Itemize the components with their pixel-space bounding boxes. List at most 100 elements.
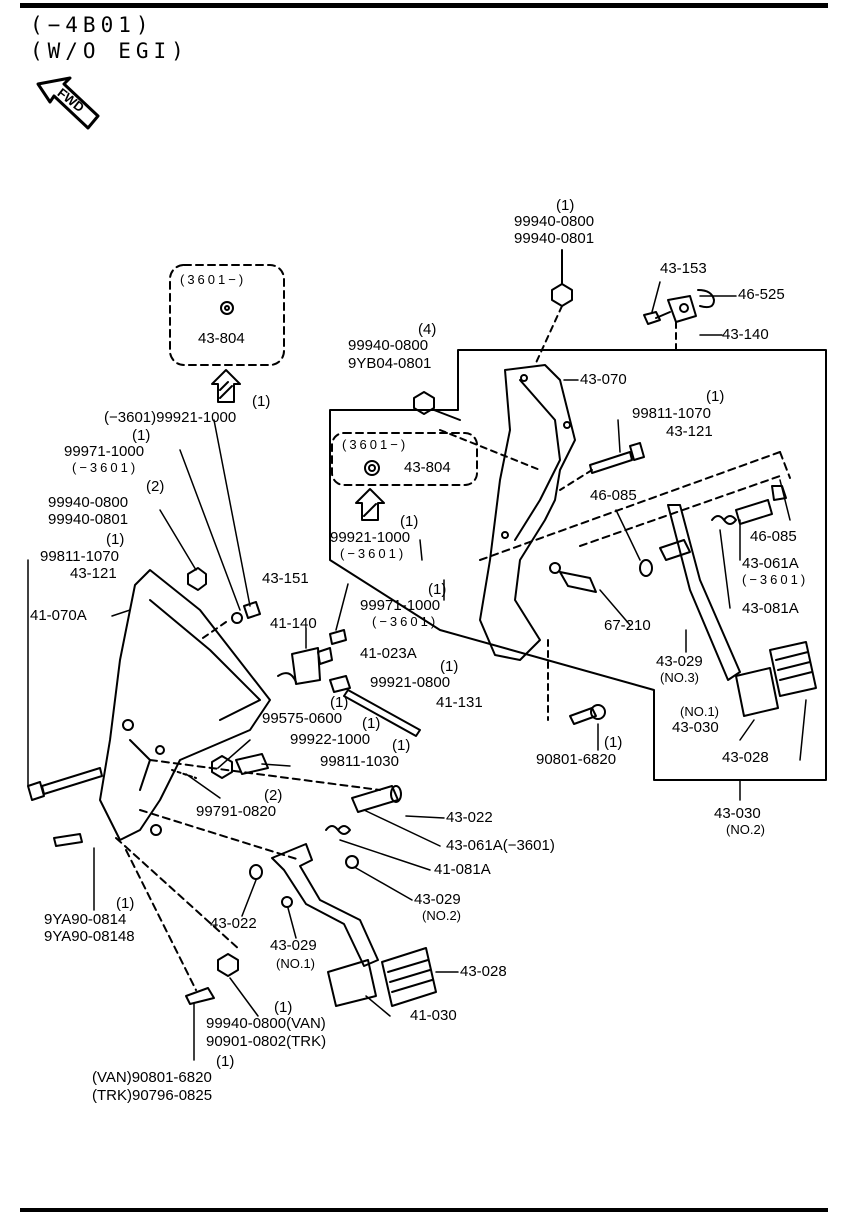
spring-41-081A <box>325 825 351 835</box>
bolt-43-153 <box>643 311 661 325</box>
model-range-title: (−4B01) <box>30 13 154 37</box>
label-part: 43-030 <box>714 805 761 822</box>
label-part: 99921-0800 <box>370 674 451 691</box>
label-part: 43-140 <box>722 326 769 343</box>
label-part: 99811-1030 <box>320 753 399 770</box>
label-part: 43-061A(−3601) <box>446 837 555 854</box>
label-qty: (1) <box>106 531 125 548</box>
label-part: 41-030 <box>410 1007 457 1024</box>
bolt-90801-6820-right <box>569 707 597 725</box>
label-part: 99811-1070 <box>632 405 711 422</box>
nut-99921-1000-left <box>243 601 261 619</box>
spring-43-081A-right <box>711 515 737 525</box>
variant-box-left <box>169 264 285 366</box>
label-variant: (NO.1) <box>276 956 315 971</box>
pedal-pad-43-028-left <box>381 947 437 1007</box>
label-qty: (1) <box>706 388 725 405</box>
rod-41-131 <box>343 689 421 737</box>
label-part: 46-085 <box>750 528 797 545</box>
label-part: 43-121 <box>70 565 117 582</box>
label-qty: (1) <box>556 197 575 214</box>
pedal-arm-43-030-no2 <box>667 504 741 681</box>
label-qty: (2) <box>146 478 165 495</box>
fwd-arrow-icon: FWD <box>36 76 100 130</box>
pedal-arm-41-030 <box>271 843 379 967</box>
label-part: 9YA90-0814 <box>44 911 127 928</box>
stopper-43-029-no1 <box>281 896 293 908</box>
bolt-99811-1070-left <box>27 781 45 801</box>
pedal-pad-43-030 <box>735 667 779 717</box>
label-qty: (2) <box>264 787 283 804</box>
label-variant: (−3601) <box>372 614 439 629</box>
clip-99575-0600 <box>277 672 297 683</box>
label-part: 43-061A <box>742 555 799 572</box>
nut-43-804-left <box>220 301 234 315</box>
stud-9YA90-0814 <box>53 833 83 847</box>
label-part: 43-153 <box>660 260 707 277</box>
label-qty: (1) <box>604 734 623 751</box>
label-qty: (1) <box>274 999 293 1016</box>
nut-9YB04-0801 <box>413 391 435 415</box>
stopper-43-029-no2 <box>345 855 359 869</box>
label-part: 43-022 <box>446 809 493 826</box>
bush-43-061A-right <box>735 499 773 525</box>
label-qty: (1) <box>116 895 135 912</box>
nut-99940-0800-left <box>187 567 207 591</box>
label-part: 99940-0800 <box>348 337 429 354</box>
bracket-43-070 <box>479 364 576 661</box>
label-part: 43-029 <box>414 891 461 908</box>
label-part: 90801-6820 <box>536 751 617 768</box>
bracket-41-070A <box>99 569 271 841</box>
label-part: 43-029 <box>656 653 703 670</box>
label-qty: (1) <box>330 694 349 711</box>
label-part: 43-022 <box>210 915 257 932</box>
pedal-pad-41-030 <box>327 959 377 1007</box>
label-variant: (NO.2) <box>726 822 765 837</box>
label-part: 99940-0801 <box>48 511 129 528</box>
bush-43-022-lower <box>249 864 263 880</box>
bolt-99811-1030 <box>235 753 269 775</box>
label-part: 41-023A <box>360 645 417 662</box>
label-part: 46-525 <box>738 286 785 303</box>
switch-67-210 <box>559 571 597 593</box>
label-part: 41-131 <box>436 694 483 711</box>
bolt-90801-6820-lower <box>185 987 215 1005</box>
nut-99940-0800-lower <box>217 953 239 977</box>
nut-43-804-right <box>364 460 380 476</box>
label-qty: (1) <box>362 715 381 732</box>
nut-99921-0800 <box>329 675 351 693</box>
label-part: 99940-0800 <box>514 213 595 230</box>
label-part: 43-029 <box>270 937 317 954</box>
label-part: 43-804 <box>198 330 245 347</box>
label-part: 9YB04-0801 <box>348 355 432 372</box>
bottom-rule <box>20 1208 828 1212</box>
washer-99971-1000-left <box>231 612 243 624</box>
bolt-43-151 <box>329 629 347 645</box>
label-part: 43-081A <box>742 600 799 617</box>
label-part: 43-804 <box>404 459 451 476</box>
label-qty: (1) <box>428 581 447 598</box>
hatched-up-arrow-right <box>355 488 385 521</box>
label-part: (VAN)90801-6820 <box>92 1069 212 1086</box>
label-part: 90901-0802(TRK) <box>206 1033 327 1050</box>
label-qty: (1) <box>440 658 459 675</box>
bush-41-023A <box>317 647 333 665</box>
label-part: 99791-0820 <box>196 803 277 820</box>
clip-46-525 <box>697 289 715 309</box>
label-variant: (−3601) <box>742 572 809 587</box>
label-part: 43-151 <box>262 570 309 587</box>
label-part: 41-140 <box>270 615 317 632</box>
label-qty: (1) <box>252 393 271 410</box>
label-qty: (1) <box>216 1053 235 1070</box>
stud-99791-0820 <box>171 769 197 779</box>
nut-99922-1000 <box>211 755 233 779</box>
pedal-pad-43-028-right <box>769 641 817 697</box>
bush-46-085-right <box>771 485 787 501</box>
label-part: 99940-0800 <box>48 494 129 511</box>
label-part: 99811-1070 <box>40 548 119 565</box>
label-part: 99971-1000 <box>360 597 441 614</box>
label-part: 43-070 <box>580 371 627 388</box>
label-part: 41-070A <box>30 607 87 624</box>
label-qty: (1) <box>400 513 419 530</box>
label-part: 46-085 <box>590 487 637 504</box>
